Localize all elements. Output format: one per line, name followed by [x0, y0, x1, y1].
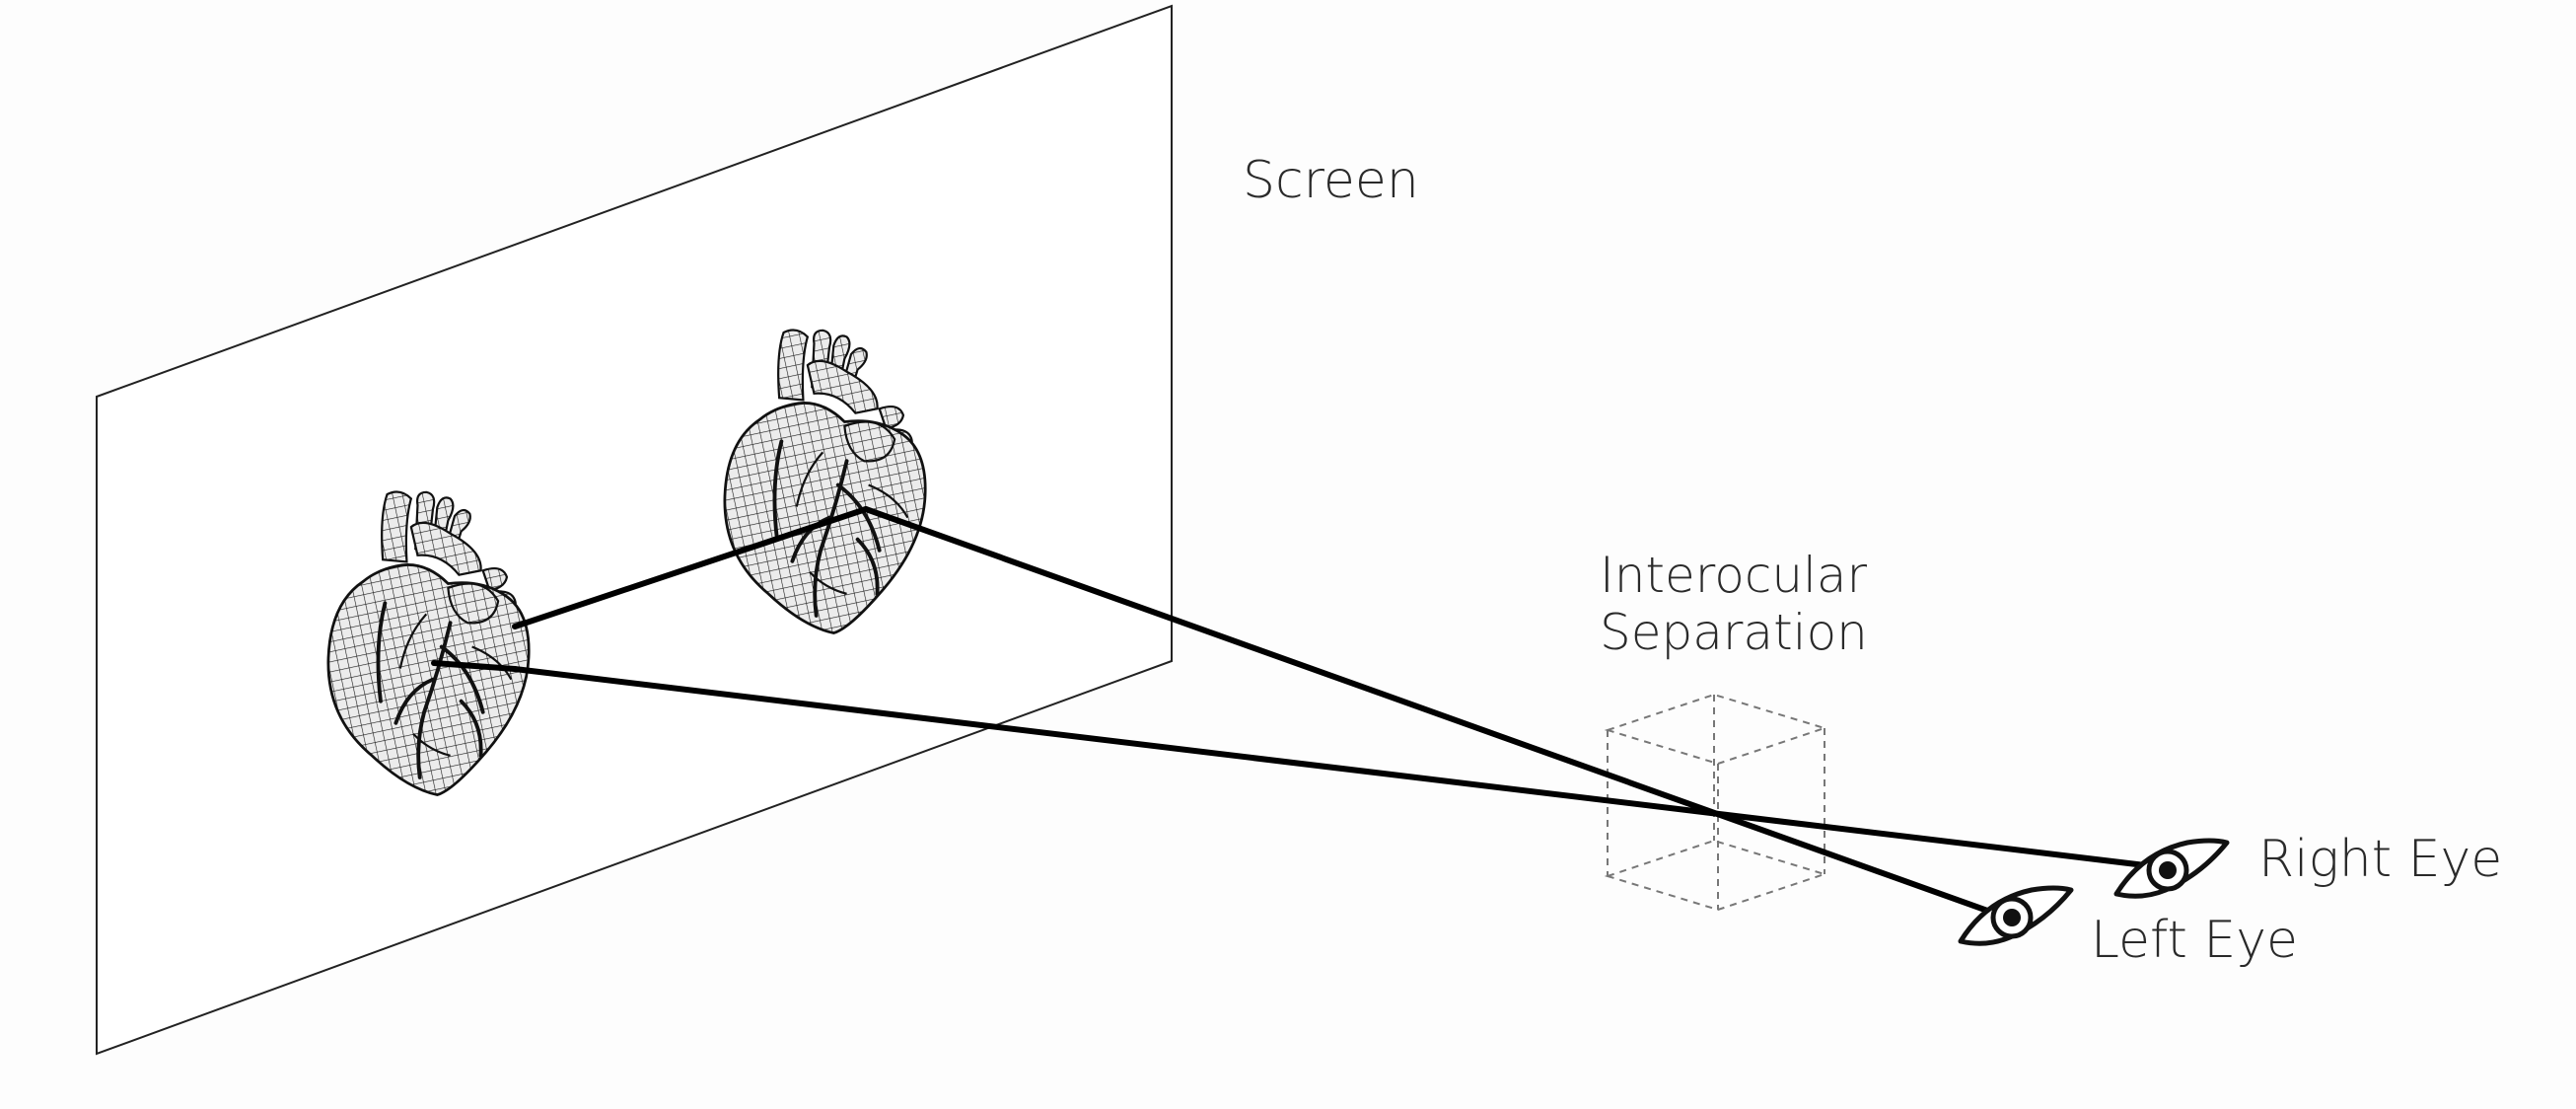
left-eye-label: Left Eye — [2091, 911, 2298, 970]
right-eye-label: Right Eye — [2258, 830, 2502, 889]
right-eye-sight-line — [512, 666, 2173, 871]
screen-plane — [96, 4, 1173, 1056]
eye-icon — [2116, 841, 2227, 896]
eye-icon — [1961, 888, 2071, 943]
left-eye-sight-line — [863, 506, 2021, 924]
interocular-label-line2: Separation — [1600, 604, 1868, 661]
left-heart-sight-segment — [431, 660, 518, 672]
heart-connector-line — [512, 506, 869, 629]
interocular-label-line1: Interocular — [1600, 547, 1868, 604]
screen-label: Screen — [1243, 151, 1419, 210]
sight-lines — [431, 506, 2173, 924]
